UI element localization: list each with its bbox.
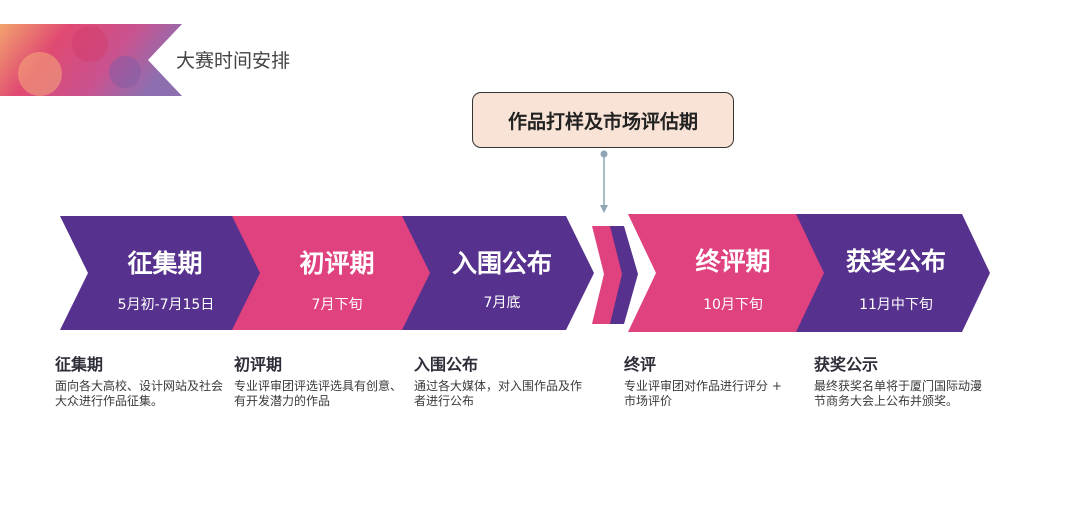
stage-chevron-4 bbox=[628, 214, 828, 332]
stage-chevron-5 bbox=[796, 214, 990, 332]
callout-box: 作品打样及市场评估期 bbox=[472, 92, 734, 148]
description-3: 入围公布 通过各大媒体，对入围作品及作者进行公布 bbox=[414, 351, 586, 409]
description-body: 面向各大高校、设计网站及社会大众进行作品征集。 bbox=[55, 379, 224, 408]
description-body: 通过各大媒体，对入围作品及作者进行公布 bbox=[414, 379, 583, 408]
description-title: 获奖公示 bbox=[814, 355, 879, 374]
watercolor-banner bbox=[0, 24, 182, 96]
stage-date-1: 5月初-7月15日 bbox=[117, 297, 215, 313]
stage-chevron-2 bbox=[232, 216, 432, 330]
description-1: 征集期 面向各大高校、设计网站及社会大众进行作品征集。 bbox=[55, 351, 227, 409]
description-title: 终评 bbox=[624, 355, 657, 374]
small-chevron-purple bbox=[610, 226, 638, 324]
stage-label-3: 入围公布 bbox=[451, 249, 552, 278]
description-body: 专业评审团对作品进行评分 + 市场评价 bbox=[624, 379, 782, 408]
stage-date-2: 7月下旬 bbox=[311, 297, 363, 313]
stage-date-4: 10月下旬 bbox=[703, 297, 763, 313]
page-title: 大赛时间安排 bbox=[176, 50, 291, 72]
stage-date-5: 11月中下旬 bbox=[859, 297, 933, 313]
stage-label-4: 终评期 bbox=[695, 247, 771, 276]
description-5: 获奖公示 最终获奖名单将于厦门国际动漫节商务大会上公布并颁奖。 bbox=[814, 351, 990, 409]
stage-label-1: 征集期 bbox=[127, 249, 203, 278]
stage-chevron-1 bbox=[60, 216, 264, 330]
callout-connector bbox=[600, 150, 608, 213]
stage-date-3: 7月底 bbox=[483, 295, 521, 311]
stage-label-2: 初评期 bbox=[299, 249, 375, 278]
description-4: 终评 专业评审团对作品进行评分 + 市场评价 bbox=[624, 351, 796, 409]
description-2: 初评期 专业评审团评选评选具有创意、有开发潜力的作品 bbox=[234, 351, 406, 409]
description-body: 专业评审团评选评选具有创意、有开发潜力的作品 bbox=[234, 379, 403, 408]
description-title: 入围公布 bbox=[414, 355, 479, 374]
stage-chevron-3 bbox=[402, 216, 594, 330]
description-body: 最终获奖名单将于厦门国际动漫节商务大会上公布并颁奖。 bbox=[814, 379, 983, 408]
stage-label-5: 获奖公布 bbox=[845, 247, 946, 276]
description-title: 初评期 bbox=[234, 355, 283, 374]
description-title: 征集期 bbox=[55, 355, 104, 374]
